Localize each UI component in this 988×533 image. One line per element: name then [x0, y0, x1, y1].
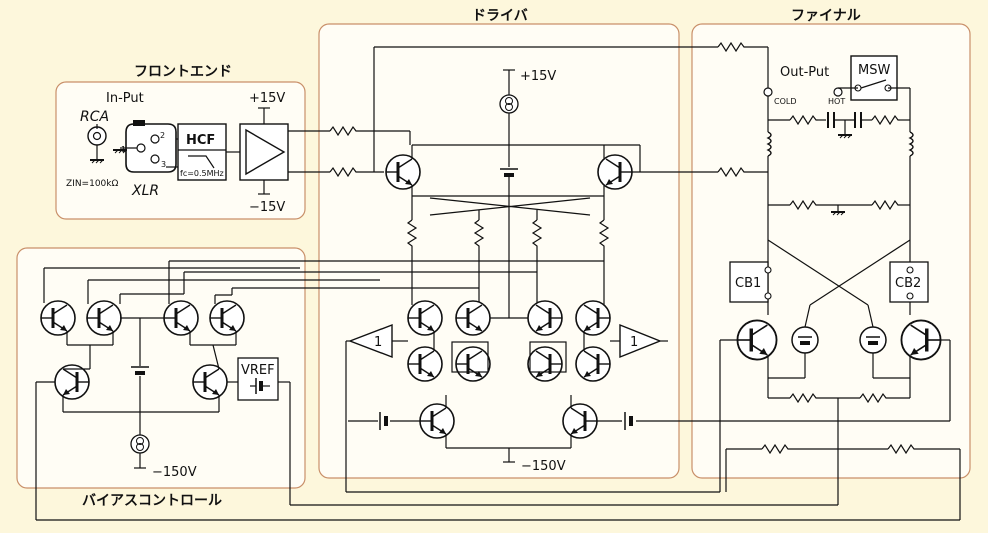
- minus150-label-b: −150V: [521, 459, 566, 474]
- input-transistor-right: [596, 153, 634, 191]
- final-title: ファイナル: [791, 8, 861, 24]
- hot-label: HOT: [828, 97, 845, 106]
- fc-label: fc=0.5MHz: [180, 169, 224, 178]
- minus15-label-a: −15V: [249, 200, 285, 215]
- inductor-left: [766, 131, 772, 157]
- final-transistor-right: [899, 318, 943, 362]
- photo-coupler-right: [859, 326, 887, 354]
- cb2-label: CB2: [895, 276, 921, 291]
- photo-coupler-left: [791, 326, 819, 354]
- msw-relay: MSW: [850, 55, 898, 101]
- buffer-right-gain: 1: [630, 335, 638, 350]
- hcf-label: HCF: [186, 133, 215, 148]
- vref-block: VREF: [237, 357, 279, 401]
- xlr-label: XLR: [131, 183, 159, 199]
- plus15-label-a: +15V: [249, 91, 285, 106]
- buffer-left-gain: 1: [374, 335, 382, 350]
- final-transistor-left: [735, 318, 779, 362]
- plus15-label-b: +15V: [520, 69, 556, 84]
- input-transistor-left: [384, 153, 422, 191]
- msw-label: MSW: [858, 63, 890, 78]
- xlr-pin3: 3: [161, 160, 166, 169]
- output-label: Out-Put: [780, 65, 829, 80]
- frontend-amplifier: [239, 123, 289, 181]
- cb1-relay: CB1: [729, 261, 769, 303]
- inductor-right: [908, 131, 914, 157]
- bias-title: バイアスコントロール: [82, 493, 222, 509]
- driver-title: ドライバ: [472, 8, 528, 24]
- cb1-label: CB1: [735, 276, 761, 291]
- zin-label: ZIN=100kΩ: [66, 179, 118, 189]
- vref-label: VREF: [241, 363, 275, 378]
- xlr-connector-icon: [125, 120, 177, 173]
- input-label: In-Put: [106, 91, 144, 106]
- cold-label: COLD: [774, 97, 797, 106]
- hcf-block: HCF fc=0.5MHz: [177, 123, 227, 181]
- rca-label: RCA: [80, 109, 109, 125]
- final-box: [691, 23, 971, 479]
- frontend-title: フロントエンド: [134, 64, 232, 80]
- driver-box: [318, 23, 680, 479]
- xlr-pin2: 2: [160, 131, 165, 140]
- minus150-label-a: −150V: [152, 465, 197, 480]
